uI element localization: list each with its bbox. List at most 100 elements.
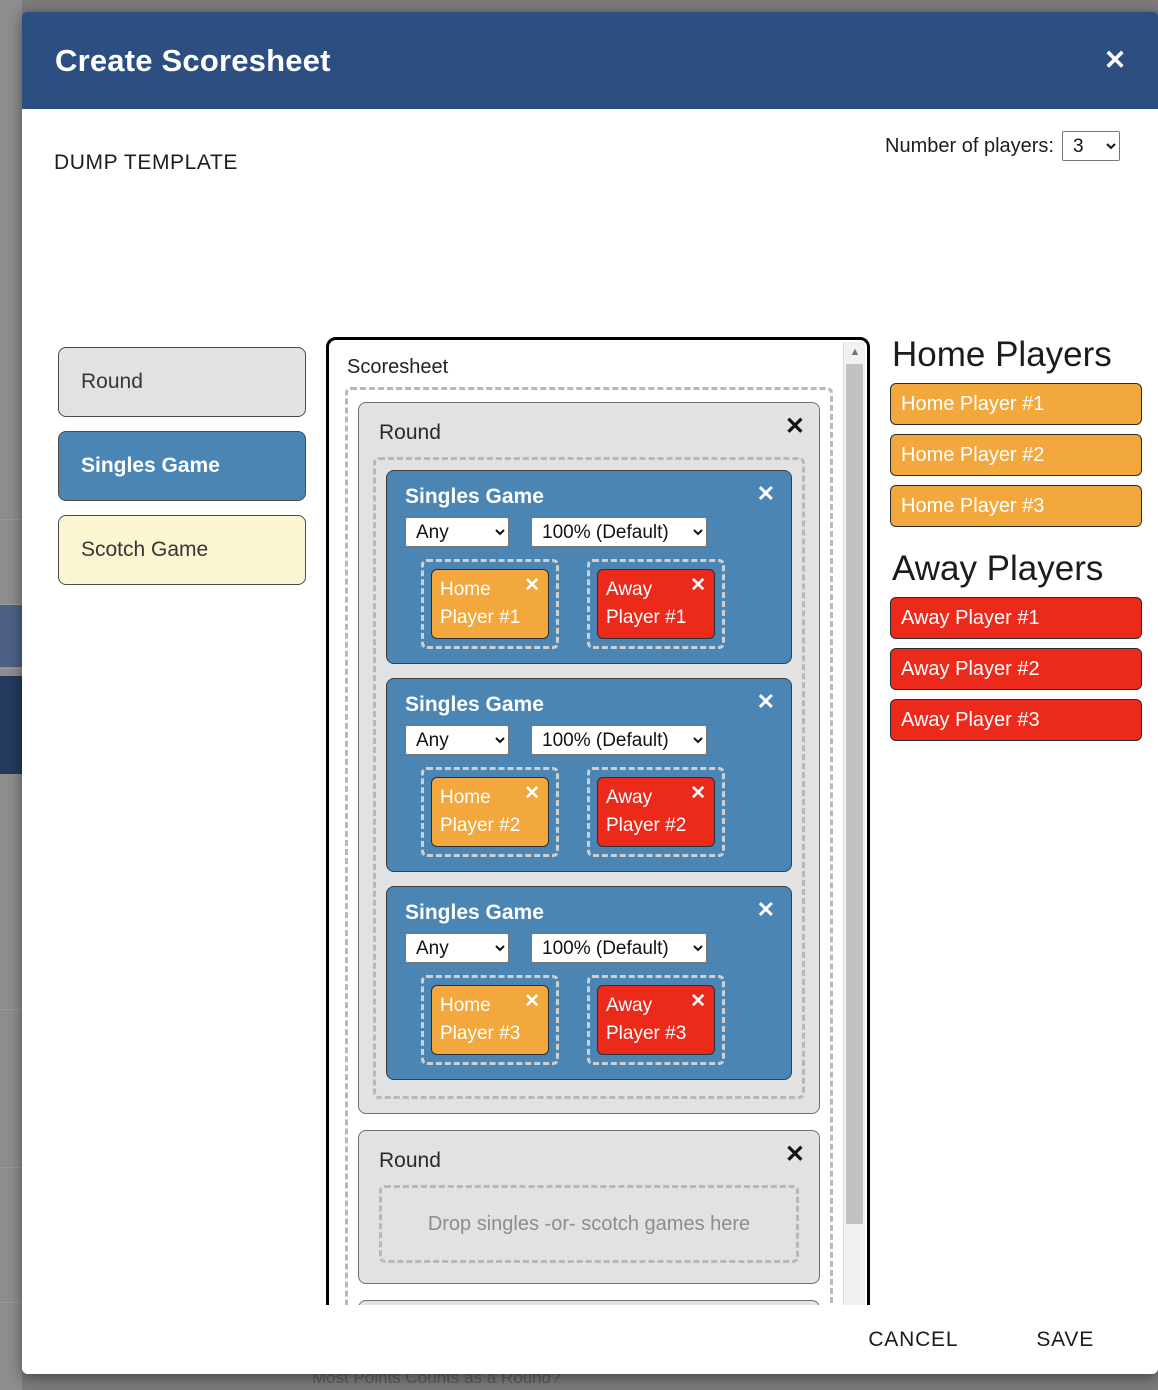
close-icon[interactable]: ✕ — [756, 897, 775, 922]
roster-chip-label: Away Player #3 — [901, 708, 1040, 731]
palette-item-label: Scotch Game — [81, 538, 209, 561]
modal-footer: CANCEL SAVE — [22, 1305, 1158, 1374]
game-title: Singles Game — [405, 693, 544, 716]
singles-game-card[interactable]: Singles Game ✕ AnyHomeAway 100% (Default)90… — [386, 678, 792, 872]
number-of-players-control: Number of players: 12345678 — [885, 131, 1120, 161]
round-card[interactable]: Round✕Singles Game✕AnyHomeAway100% (Defa… — [358, 402, 820, 1114]
number-of-players-label: Number of players: — [885, 134, 1054, 157]
round-card[interactable]: Round ✕ Drop singles -or- scotch games her… — [358, 1130, 820, 1284]
player-chip-line2: Player #1 — [606, 607, 687, 629]
game-type-select[interactable]: AnyHomeAway — [405, 933, 509, 963]
game-handicap-select[interactable]: 100% (Default)90%80%70% — [531, 517, 707, 547]
close-icon[interactable]: ✕ — [756, 481, 775, 506]
chevron-up-icon[interactable]: ▲ — [849, 346, 861, 358]
round-title: Round — [379, 1149, 441, 1172]
background-divider — [0, 1302, 22, 1303]
player-chip-line2: Player #3 — [606, 1023, 687, 1045]
home-player-item[interactable]: Home Player #1 — [890, 383, 1142, 425]
background-divider — [0, 1009, 22, 1010]
background-divider — [0, 519, 22, 520]
rounds-dropzone[interactable]: Round ✕ Singles Game ✕ AnyHomeAway 100% (Defa… — [345, 387, 833, 1374]
palette-item-round[interactable]: Round — [58, 347, 306, 417]
away-players-heading: Away Players — [892, 549, 1104, 588]
game-options-row: AnyHomeAway 100% (Default)90%80%70% — [405, 725, 777, 755]
background-button — [0, 605, 22, 667]
palette-item-scotch-game[interactable]: Scotch Game — [58, 515, 306, 585]
roster-chip-label: Home Player #1 — [901, 392, 1045, 415]
save-button[interactable]: SAVE — [1030, 1327, 1100, 1353]
modal-header: Create Scoresheet ✕ — [22, 12, 1158, 109]
home-players-list: Home Player #1 Home Player #2 Home Player … — [890, 383, 1142, 527]
background-header-block — [0, 676, 22, 774]
roster-chip-label: Home Player #3 — [901, 494, 1045, 517]
close-icon[interactable]: ✕ — [756, 689, 775, 714]
palette-item-label: Round — [81, 370, 143, 393]
scrollbar-thumb[interactable] — [846, 364, 863, 1224]
cancel-button[interactable]: CANCEL — [862, 1327, 964, 1353]
player-chip-line1: Home — [440, 995, 491, 1016]
scoresheet-panel: Scoresheet Round✕Singles Game✕AnyHomeAwa… — [326, 337, 870, 1374]
roster-chip-label: Home Player #2 — [901, 443, 1045, 466]
scoresheet-scroll-area: Scoresheet Round✕Singles Game✕AnyHomeAwa… — [329, 340, 867, 1374]
home-player-item[interactable]: Home Player #2 — [890, 434, 1142, 476]
close-icon[interactable]: ✕ — [524, 991, 540, 1012]
player-chip-line1: Home — [440, 787, 491, 808]
close-icon[interactable]: ✕ — [784, 1141, 805, 1168]
singles-game-card[interactable]: Singles Game ✕ AnyHomeAway 100% (Default)90… — [386, 886, 792, 1080]
away-player-item[interactable]: Away Player #1 — [890, 597, 1142, 639]
game-handicap-select[interactable]: 100% (Default)90%80%70% — [531, 725, 707, 755]
scoresheet-scrollbar[interactable]: ▲ ▼ — [843, 342, 865, 1374]
singles-game-card[interactable]: Singles Game ✕ AnyHomeAway 100% (Default)90… — [386, 470, 792, 664]
round-empty-dropzone[interactable]: Drop singles -or- scotch games here — [379, 1185, 799, 1263]
game-handicap-select[interactable]: 100% (Default)90%80%70% — [531, 933, 707, 963]
game-options-row: AnyHomeAway 100% (Default)90%80%70% — [405, 933, 777, 963]
close-icon[interactable]: ✕ — [524, 783, 540, 804]
player-chip-line2: Player #2 — [606, 815, 687, 837]
away-player-item[interactable]: Away Player #2 — [890, 648, 1142, 690]
home-players-heading: Home Players — [892, 335, 1112, 374]
palette-item-label: Singles Game — [81, 454, 220, 477]
player-chip-line1: Away — [606, 579, 653, 600]
close-icon[interactable]: ✕ — [690, 991, 706, 1012]
game-type-select[interactable]: AnyHomeAway — [405, 517, 509, 547]
close-icon[interactable]: ✕ — [690, 575, 706, 596]
block-palette: Round Singles Game Scotch Game — [58, 347, 306, 599]
close-icon[interactable]: ✕ — [784, 413, 805, 440]
number-of-players-select[interactable]: 12345678 — [1062, 131, 1120, 161]
player-chip-line1: Away — [606, 787, 653, 808]
palette-item-singles-game[interactable]: Singles Game — [58, 431, 306, 501]
game-type-select[interactable]: AnyHomeAway — [405, 725, 509, 755]
close-icon[interactable]: ✕ — [1092, 38, 1138, 84]
game-title: Singles Game — [405, 485, 544, 508]
background-divider — [0, 1167, 22, 1168]
home-player-item[interactable]: Home Player #3 — [890, 485, 1142, 527]
player-chip-line1: Home — [440, 579, 491, 600]
background-divider — [0, 604, 22, 605]
game-title: Singles Game — [405, 901, 544, 924]
game-options-row: AnyHomeAway 100% (Default)90%80%70% — [405, 517, 777, 547]
roster-chip-label: Away Player #2 — [901, 657, 1040, 680]
close-icon[interactable]: ✕ — [524, 575, 540, 596]
modal-body: DUMP TEMPLATE Number of players: 1234567… — [22, 109, 1158, 1374]
round-games-dropzone[interactable]: Singles Game ✕ AnyHomeAway 100% (Default)90… — [373, 457, 805, 1099]
away-players-list: Away Player #1 Away Player #2 Away Player … — [890, 597, 1142, 741]
player-chip-line2: Player #3 — [440, 1023, 521, 1045]
close-icon[interactable]: ✕ — [690, 783, 706, 804]
away-player-item[interactable]: Away Player #3 — [890, 699, 1142, 741]
